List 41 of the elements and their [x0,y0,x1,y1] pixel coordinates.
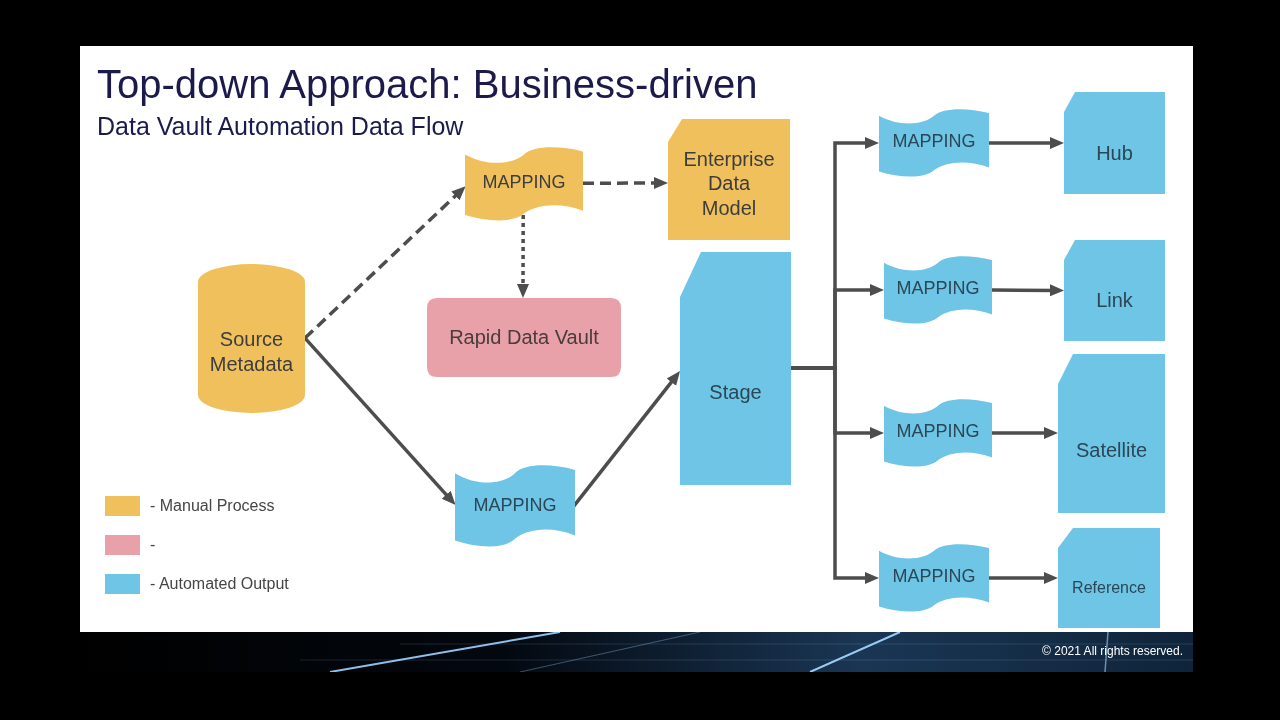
legend-text: - [150,535,156,555]
elbow-arrow [791,366,879,584]
dashed-arrow [583,177,668,189]
wavy-tape-shape [455,465,575,547]
wavy-tape-shape [884,399,992,467]
node-label: Stage [709,380,762,405]
node-label: MAPPING [896,278,980,300]
node-label: Satellite [1075,438,1148,463]
node-label: MAPPING [473,495,557,517]
slide-subtitle: Data Vault Automation Data Flow [97,112,464,141]
arrow [989,137,1064,149]
node-label: Hub [1096,140,1133,166]
cut-corner-box [1058,528,1160,628]
node-label: Enterprise Data Model [682,146,776,221]
cut-corner-box [1058,354,1165,513]
slide-title: Top-down Approach: Business-driven [97,61,758,107]
dotted-arrow [517,215,529,298]
arrow [992,427,1058,439]
arrow [989,572,1058,584]
node-label: MAPPING [892,566,976,588]
cut-corner-box [1064,92,1165,194]
database-cylinder [198,264,305,413]
wavy-tape-shape [884,256,992,324]
arrow [992,284,1064,297]
node-label: MAPPING [482,172,566,194]
wavy-tape-shape [879,544,989,612]
node-label: MAPPING [892,131,976,153]
node-label: Source Metadata [208,327,295,376]
legend-text: - Automated Output [150,574,289,594]
cut-corner-box [1064,240,1165,341]
rounded-box [427,298,621,377]
wavy-tape-shape [879,109,989,177]
wavy-tape-shape [465,147,583,221]
node-label: Reference [1072,578,1146,598]
legend-text: - Manual Process [150,496,275,516]
cut-corner-box [680,252,791,485]
node-label: MAPPING [896,421,980,443]
node-label: Link [1096,288,1133,313]
cut-corner-box [668,119,790,240]
node-label: Rapid Data Vault [449,325,599,350]
copyright-text: © 2021 All rights reserved. [1042,645,1183,659]
